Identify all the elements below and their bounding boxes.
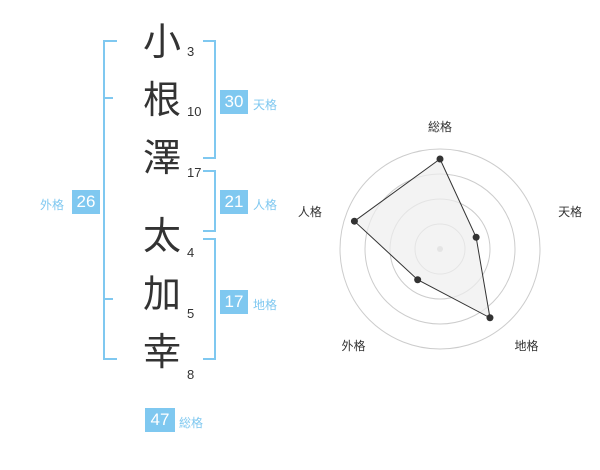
radar-axis-label: 人格 — [298, 204, 322, 219]
jinkaku-label: 人格 — [253, 198, 278, 212]
name-char-3: 澤 — [142, 136, 181, 180]
chikaku-value: 17 — [220, 290, 248, 314]
stroke-count-6: 8 — [187, 367, 195, 382]
stroke-count-3: 17 — [187, 165, 202, 180]
chikaku-label: 地格 — [253, 298, 278, 312]
tenkaku-label: 天格 — [253, 98, 278, 112]
radar-point-1 — [436, 155, 444, 163]
radar-point-2 — [472, 233, 480, 241]
stroke-count-2: 10 — [187, 104, 202, 119]
radar-axis-label: 地格 — [515, 338, 539, 353]
stroke-count-4: 4 — [187, 245, 195, 260]
radar-axis-label: 総格 — [428, 119, 452, 134]
radar-axis-label: 外格 — [341, 338, 365, 353]
soukaku-label: 総格 — [179, 416, 204, 430]
soukaku-value: 47 — [145, 408, 175, 432]
name-char-5: 加 — [142, 272, 181, 316]
radar-ring — [339, 148, 541, 350]
radar-point-5 — [350, 217, 358, 225]
gaikaku-label: 外格 — [40, 198, 65, 212]
name-char-4: 太 — [142, 214, 181, 258]
radar-point-4 — [414, 276, 422, 284]
radar-point-3 — [486, 314, 494, 322]
stroke-count-5: 5 — [187, 306, 195, 321]
name-char-1: 小 — [142, 20, 181, 64]
gaikaku-value: 26 — [72, 190, 100, 214]
name-char-2: 根 — [142, 78, 181, 122]
jinkaku-value: 21 — [220, 190, 248, 214]
stroke-count-1: 3 — [187, 44, 195, 59]
radar-axis-label: 天格 — [558, 204, 582, 219]
name-char-6: 幸 — [142, 330, 181, 374]
radar-series-polygon — [353, 158, 491, 319]
tenkaku-value: 30 — [220, 90, 248, 114]
